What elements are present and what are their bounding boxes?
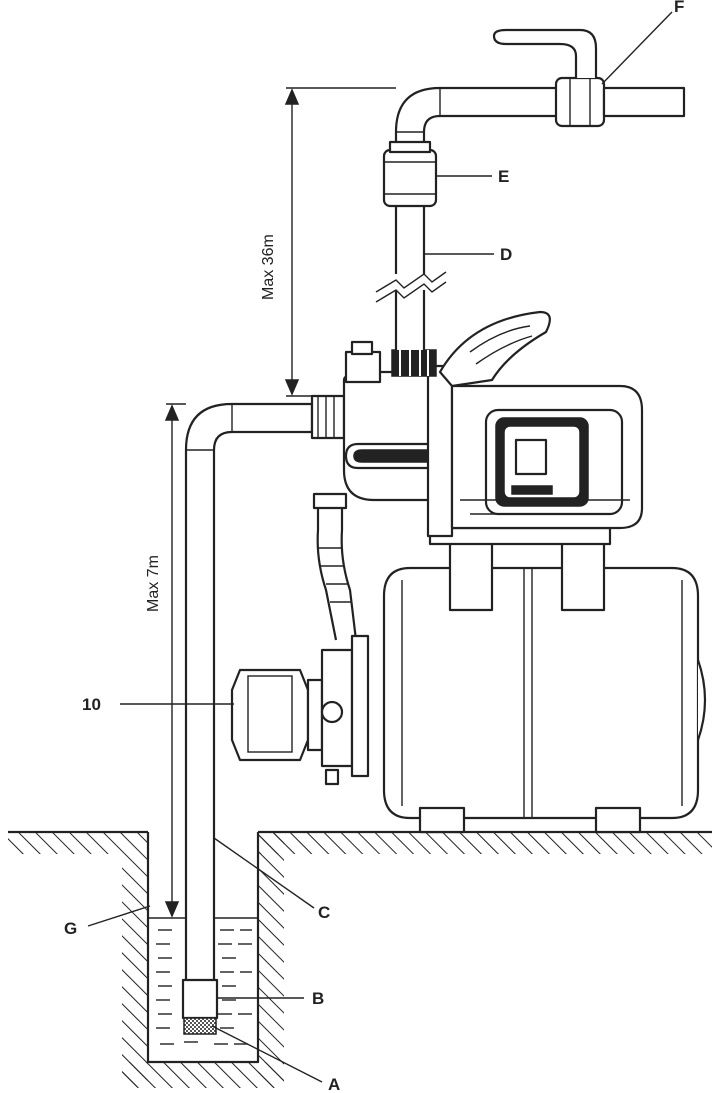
ground xyxy=(8,830,712,1088)
check-valve xyxy=(382,140,438,208)
label-F: F xyxy=(674,0,684,16)
label-10: 10 xyxy=(82,695,101,714)
label-G: G xyxy=(64,919,77,938)
label-B: B xyxy=(312,989,324,1008)
foot-valve xyxy=(181,978,219,1035)
flexible-hose xyxy=(312,492,358,641)
label-A: A xyxy=(328,1075,340,1093)
discharge-height-label: Max 36m xyxy=(260,234,277,300)
discharge-pipe xyxy=(375,86,560,350)
dimension-discharge xyxy=(284,87,396,397)
label-D: D xyxy=(500,245,512,264)
suction-pipe xyxy=(184,402,314,980)
label-C: C xyxy=(318,903,330,922)
pressure-tank xyxy=(382,526,707,834)
dimension-suction xyxy=(164,403,186,918)
pressure-switch xyxy=(230,634,370,786)
suction-depth-label: Max 7m xyxy=(145,555,162,612)
label-E: E xyxy=(498,167,509,186)
water xyxy=(148,917,258,1045)
outlet-tap xyxy=(492,28,686,128)
pump-body xyxy=(310,310,644,538)
leader-lines xyxy=(87,11,673,1083)
